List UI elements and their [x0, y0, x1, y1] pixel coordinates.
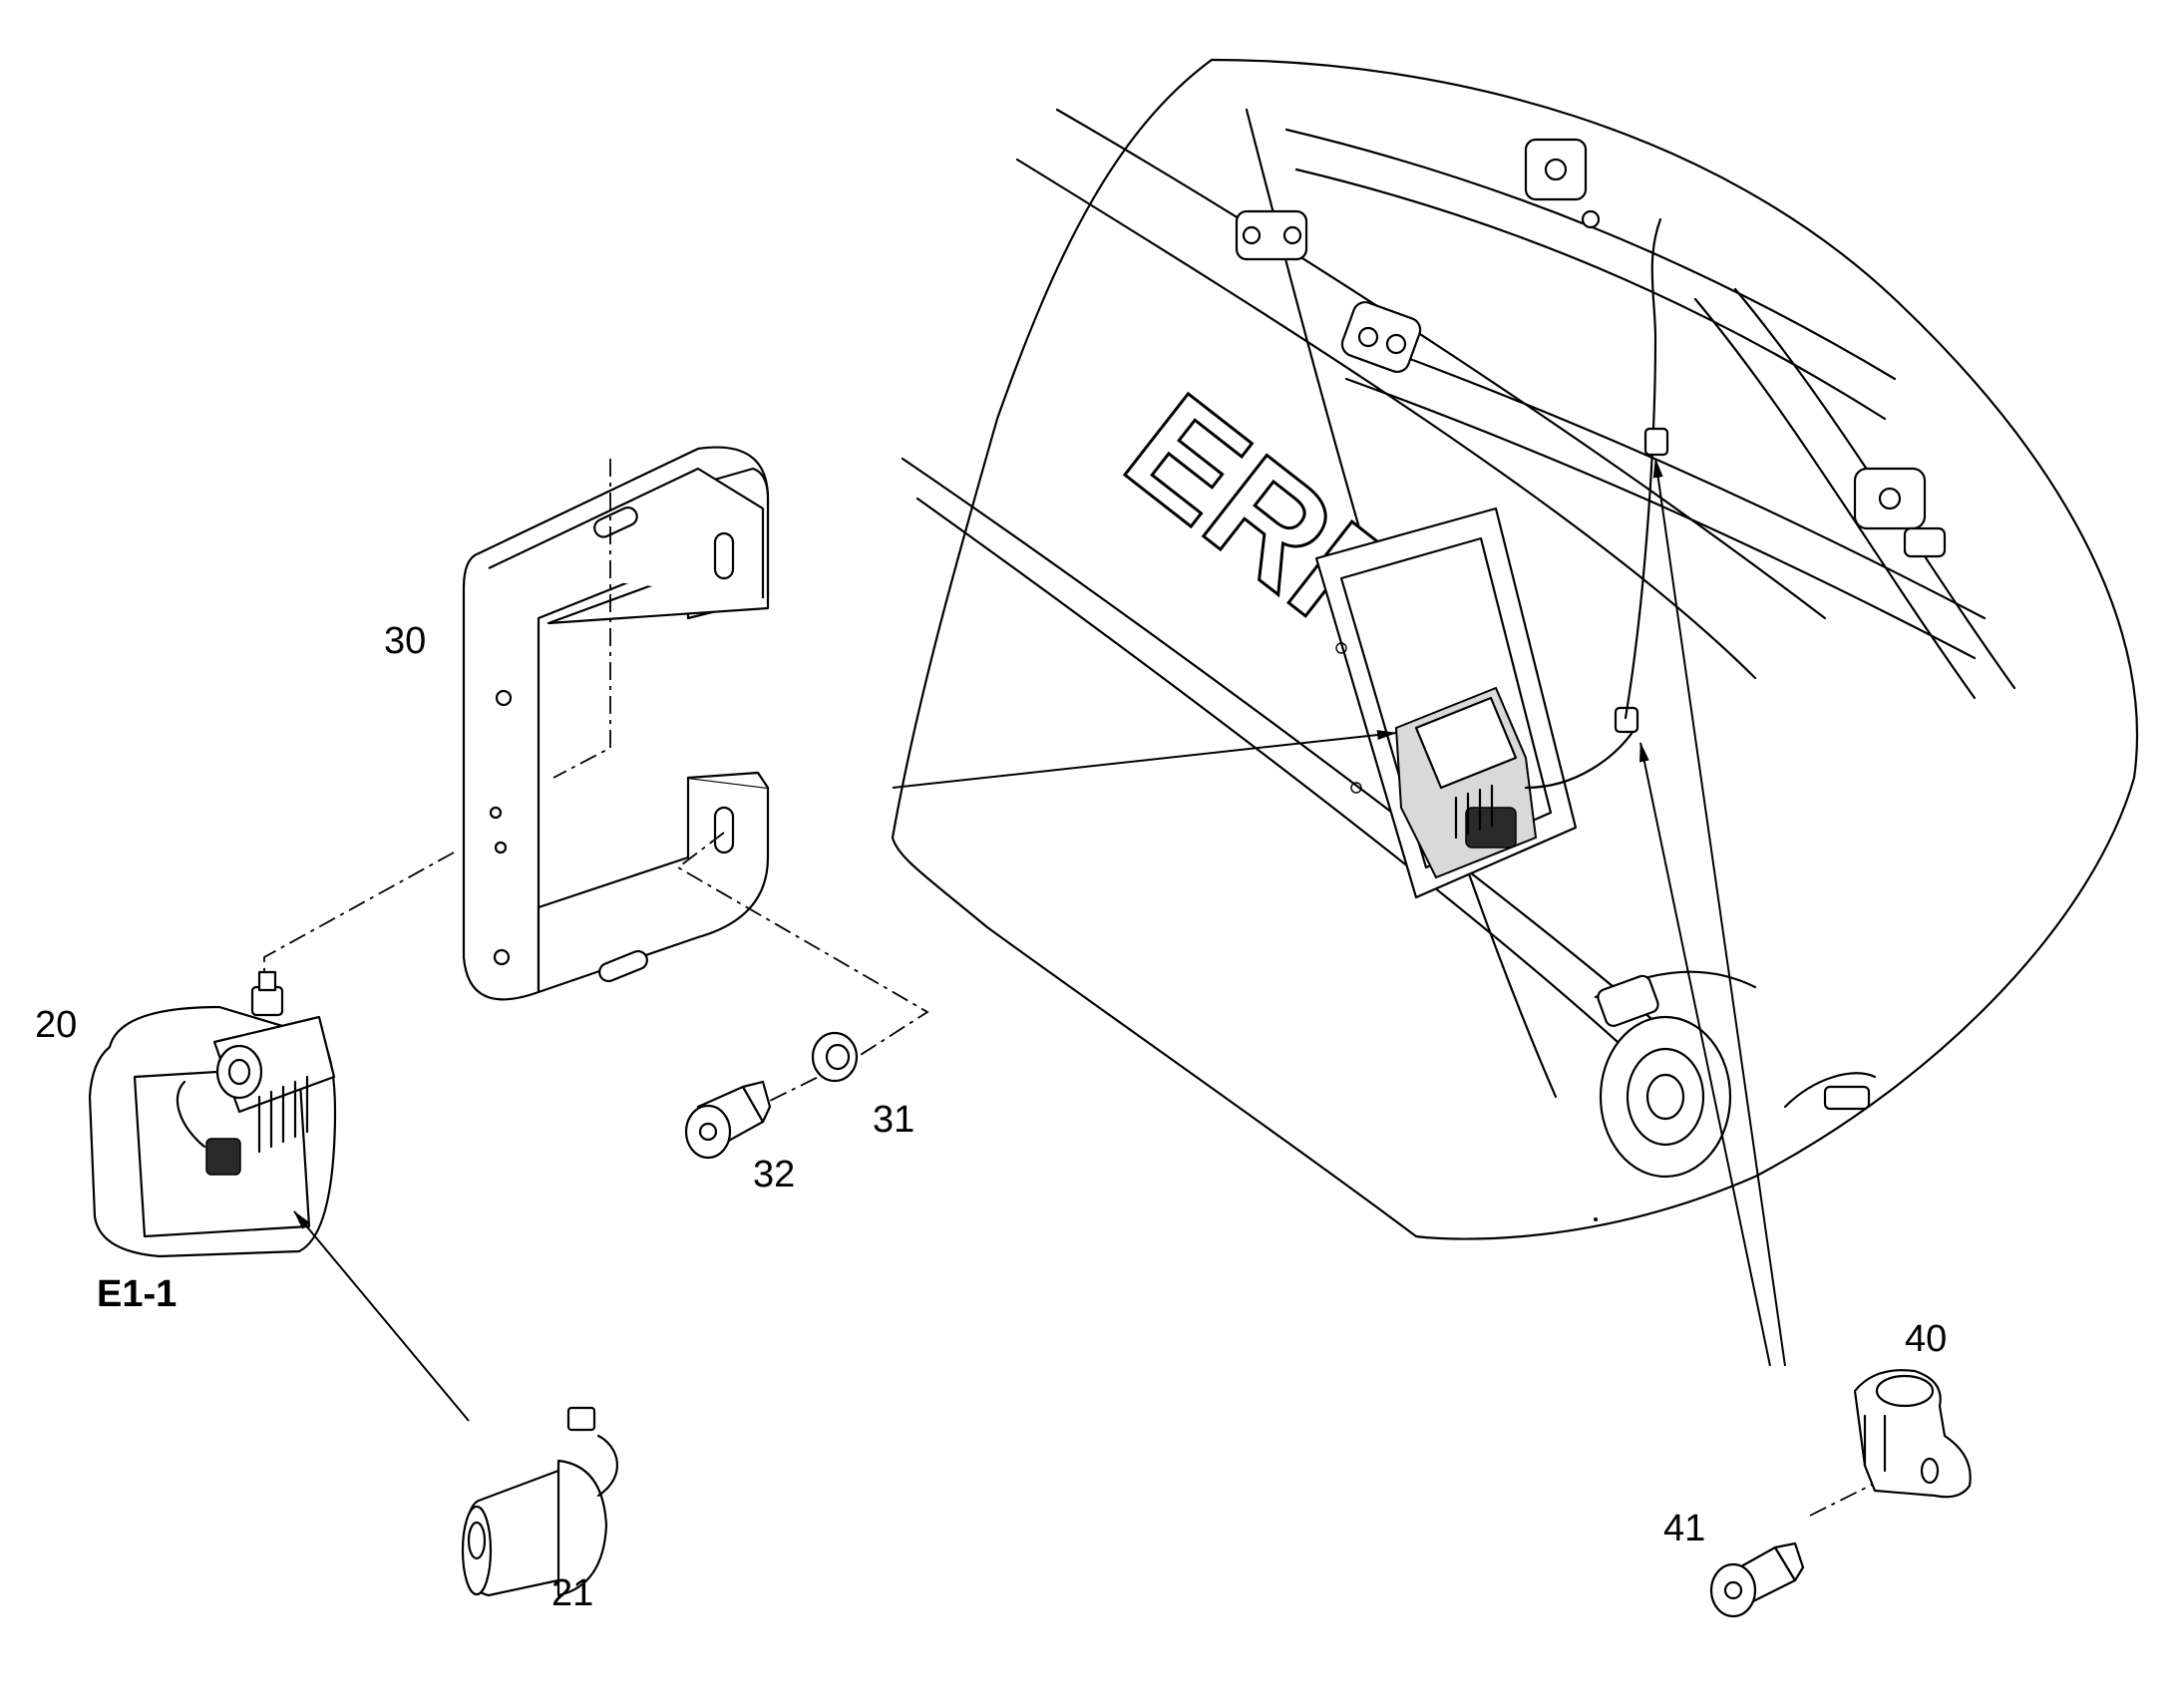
hose-fitting: [1783, 1072, 1877, 1111]
part-20-work-lamp: [88, 970, 337, 1258]
callout-31: 31: [873, 1099, 914, 1141]
callout-20: 20: [35, 1004, 77, 1046]
callout-30: 30: [384, 620, 426, 662]
pivot-hub: [1594, 970, 1757, 1179]
part-40-pipe-clamp: [1853, 1369, 1972, 1499]
hydraulic-pipe-upper-2: [1294, 168, 1887, 421]
hydraulic-pipe-right-1: [1693, 297, 1977, 700]
part-41-bolt: [1709, 1541, 1805, 1618]
speck: [1594, 1217, 1598, 1221]
leader-lamp-to-detail: [892, 730, 1397, 789]
boom-band-3: [901, 457, 1697, 1059]
callout-41: 41: [1663, 1508, 1705, 1549]
callout-32: 32: [753, 1154, 795, 1196]
leader-bulb-to-lamp: [293, 1210, 470, 1422]
hydraulic-pipe-upper-1: [1284, 128, 1897, 381]
part-30-lamp-bracket: [462, 446, 770, 1001]
hydraulic-pipe-mid-1: [1354, 337, 1987, 620]
part-21-bulb: [461, 1406, 618, 1597]
pipe-clamp-upper-right: [1524, 138, 1601, 229]
machine-detail-view: ERR: [891, 58, 2138, 1240]
part-31-washer: [811, 1031, 859, 1083]
boom-band-4: [915, 497, 1657, 1079]
mounted-cable-clip: [1614, 217, 1662, 734]
part-32-bolt: [684, 1080, 772, 1160]
callout-e1-1: E1-1: [97, 1273, 177, 1315]
boom-band-2: [1055, 108, 1827, 620]
callout-40: 40: [1905, 1318, 1947, 1360]
leader-clamp-to-lower-clip: [1638, 742, 1771, 1367]
hydraulic-pipe-mid-2: [1344, 377, 1977, 660]
pipe-clamp-mid-left: [1340, 300, 1422, 374]
centreline-lamp-to-bracket: [263, 852, 455, 982]
pipe-clamp-right: [1853, 467, 1947, 558]
callout-21: 21: [551, 1572, 593, 1614]
leader-clamp-to-upper-clip: [1652, 458, 1786, 1367]
centreline-top-slot: [552, 459, 611, 779]
upper-cable-clip: [1643, 427, 1669, 457]
pipe-clamp-upper-left: [1235, 209, 1308, 261]
mounted-work-lamp: [1394, 686, 1637, 879]
